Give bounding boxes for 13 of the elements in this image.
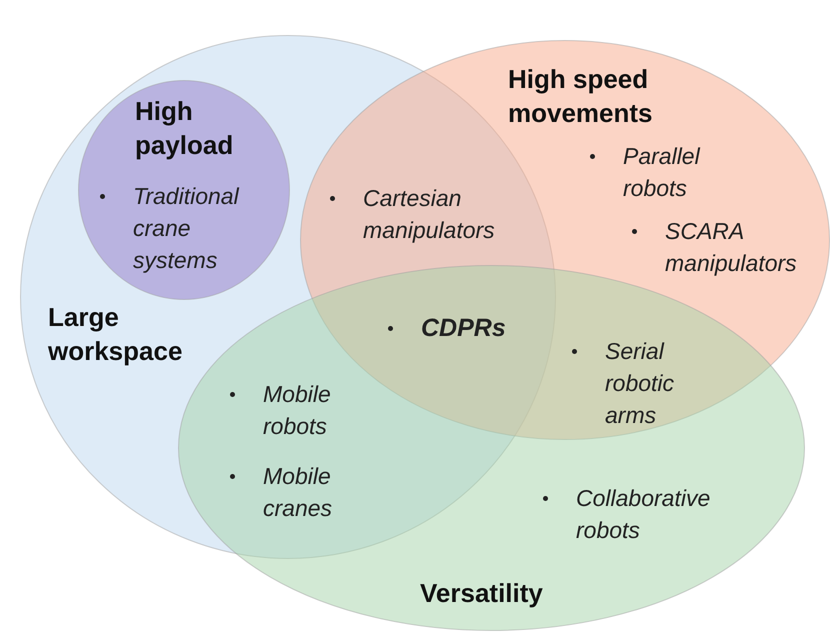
list-item-text: SCARA manipulators [665, 217, 798, 278]
set-heading: Large workspace [48, 301, 184, 368]
list-item-text: CDPRs [421, 313, 507, 344]
list-item-text: Mobile robots [263, 380, 332, 441]
set-heading: High speed movements [508, 63, 654, 130]
list-item-text: Cartesian manipulators [363, 184, 496, 245]
list-item-text: Traditional crane systems [133, 182, 240, 275]
list-item-text: Collaborative robots [576, 484, 712, 545]
set-heading: Versatility [420, 577, 544, 610]
set-heading: High payload [135, 95, 234, 162]
list-item-text: Parallel robots [623, 142, 702, 203]
list-item-text: Serial robotic arms [605, 337, 676, 430]
list-item-text: Mobile cranes [263, 462, 334, 523]
